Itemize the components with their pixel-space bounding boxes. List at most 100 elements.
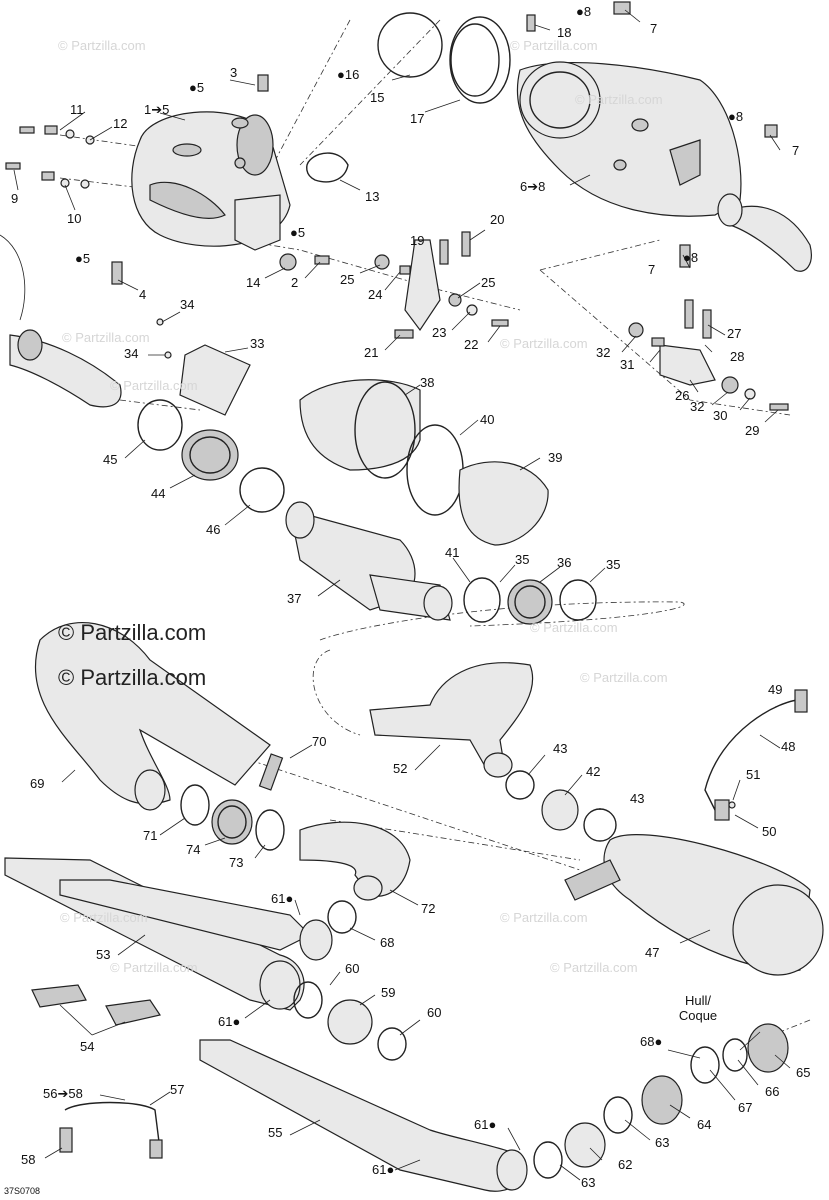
watermark-large: © Partzilla.com [58,665,207,690]
manifold-52 [369,662,617,842]
callout-34: 34 [124,346,139,361]
couplers-59-60 [293,981,407,1061]
callout-64: 64 [697,1117,712,1132]
rear-muffler [564,834,824,976]
callout-30: 30 [713,408,728,423]
watermark: © Partzilla.com [62,330,150,345]
callout-56-to-58: 56➔58 [43,1086,83,1101]
callout-68-drop: 68● [640,1034,663,1049]
callout-26: 26 [675,388,690,403]
callout-9: 9 [11,191,19,206]
callout-46: 46 [206,522,221,537]
callout-59: 59 [381,985,396,1000]
callout-4: 4 [139,287,147,302]
couplers-right-mid [463,577,597,625]
watermark: © Partzilla.com [500,910,588,925]
callout-63: 63 [655,1135,670,1150]
bolts-washers-left [5,74,269,285]
callout-53: 53 [96,947,111,962]
clamps-top [306,12,536,183]
callout-54: 54 [80,1039,95,1054]
exhaust-pipe-69 [34,622,284,811]
callout-61-drop: 61● [218,1014,241,1029]
elbow-pipe-72 [299,821,411,901]
callout-72: 72 [421,901,436,916]
lubricant-drop-icon: ● [285,891,294,906]
watermark: © Partzilla.com [550,960,638,975]
watermark: © Partzilla.com [530,620,618,635]
center-muffler [285,501,453,621]
hull-note-line1: Hull/ [684,993,711,1008]
callout-14: 14 [246,275,261,290]
strap-48 [704,689,808,821]
callout-35: 35 [606,557,621,572]
callout-13: 13 [365,189,380,204]
callout-16-drop: ●16 [337,67,360,82]
callout-69: 69 [30,776,45,791]
watermark: © Partzilla.com [510,38,598,53]
tubes-55 [199,1039,528,1192]
watermark: © Partzilla.com [110,378,198,393]
callout-10: 10 [67,211,82,226]
callout-32: 32 [690,399,705,414]
callout-62: 62 [618,1157,633,1172]
callout-48: 48 [781,739,796,754]
callout-40: 40 [480,412,495,427]
callout-44: 44 [151,486,166,501]
lubricant-drop-icon: ● [75,251,83,266]
callout-25: 25 [481,275,496,290]
tubes-53 [4,857,357,1011]
callout-51: 51 [746,767,761,782]
hull-note-line2: Coque [678,1008,718,1023]
callout-2: 2 [291,275,299,290]
lubricant-drop-icon: ● [290,225,298,240]
callout-36: 36 [557,555,572,570]
callout-20: 20 [490,212,505,227]
callout-71: 71 [143,828,158,843]
watermark: © Partzilla.com [575,92,663,107]
callout-43: 43 [630,791,645,806]
watermark: © Partzilla.com [500,336,588,351]
assembly-dashed-lines [59,19,811,1041]
leader-lines [13,9,796,1181]
callout-41: 41 [445,545,460,560]
lubricant-drop-icon: ● [576,4,584,19]
callout-37: 37 [287,591,302,606]
watermark-large: © Partzilla.com [58,620,207,645]
callout-70: 70 [312,734,327,749]
callout-68: 68 [380,935,395,950]
callout-25: 25 [340,272,355,287]
callout-34: 34 [180,297,195,312]
callout-8-drop: ●8 [576,4,592,19]
callout-33: 33 [250,336,265,351]
callout-61-drop: 61● [474,1117,497,1132]
lubricant-drop-icon: ● [337,67,345,82]
callout-49: 49 [768,682,783,697]
callout-61-drop: 61● [271,891,294,906]
callout-73: 73 [229,855,244,870]
couplers-rear [533,1023,789,1179]
couplers-mid [137,399,285,513]
callout-19: 19 [410,233,425,248]
callout-32: 32 [596,345,611,360]
callout-18: 18 [557,25,572,40]
callout-11: 11 [70,102,84,117]
callout-55: 55 [268,1125,283,1140]
lubricant-drop-icon: ● [728,109,736,124]
resonator [516,61,812,272]
callout-17: 17 [410,111,425,126]
callout-60: 60 [427,1005,442,1020]
lubricant-drop-icon: ● [386,1162,395,1177]
callout-52: 52 [393,761,408,776]
watermark: © Partzilla.com [60,910,148,925]
lubricant-drop-icon: ● [654,1034,663,1049]
callout-39: 39 [548,450,563,465]
callout-74: 74 [186,842,201,857]
callout-66: 66 [765,1084,780,1099]
heat-shield [156,318,251,416]
callout-5-drop: ●5 [290,225,306,240]
callout-58: 58 [21,1152,36,1167]
watermark: © Partzilla.com [110,960,198,975]
callout-5-drop: ●5 [189,80,205,95]
